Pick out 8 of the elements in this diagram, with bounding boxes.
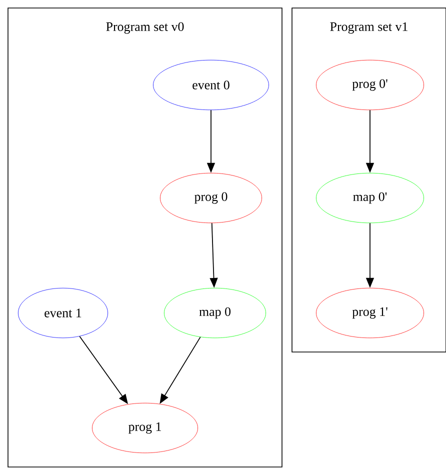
ellipse-node: prog 1' bbox=[316, 288, 424, 338]
ellipse-node: prog 0 bbox=[160, 172, 262, 224]
ellipse-node: prog 0' bbox=[316, 60, 424, 110]
ellipse-node: prog 1 bbox=[92, 402, 198, 454]
ellipse-node: map 0' bbox=[316, 172, 424, 224]
ellipse-node: event 1 bbox=[18, 288, 108, 338]
ellipse-node: map 0 bbox=[164, 288, 266, 338]
ellipse-node: event 0 bbox=[153, 60, 269, 110]
